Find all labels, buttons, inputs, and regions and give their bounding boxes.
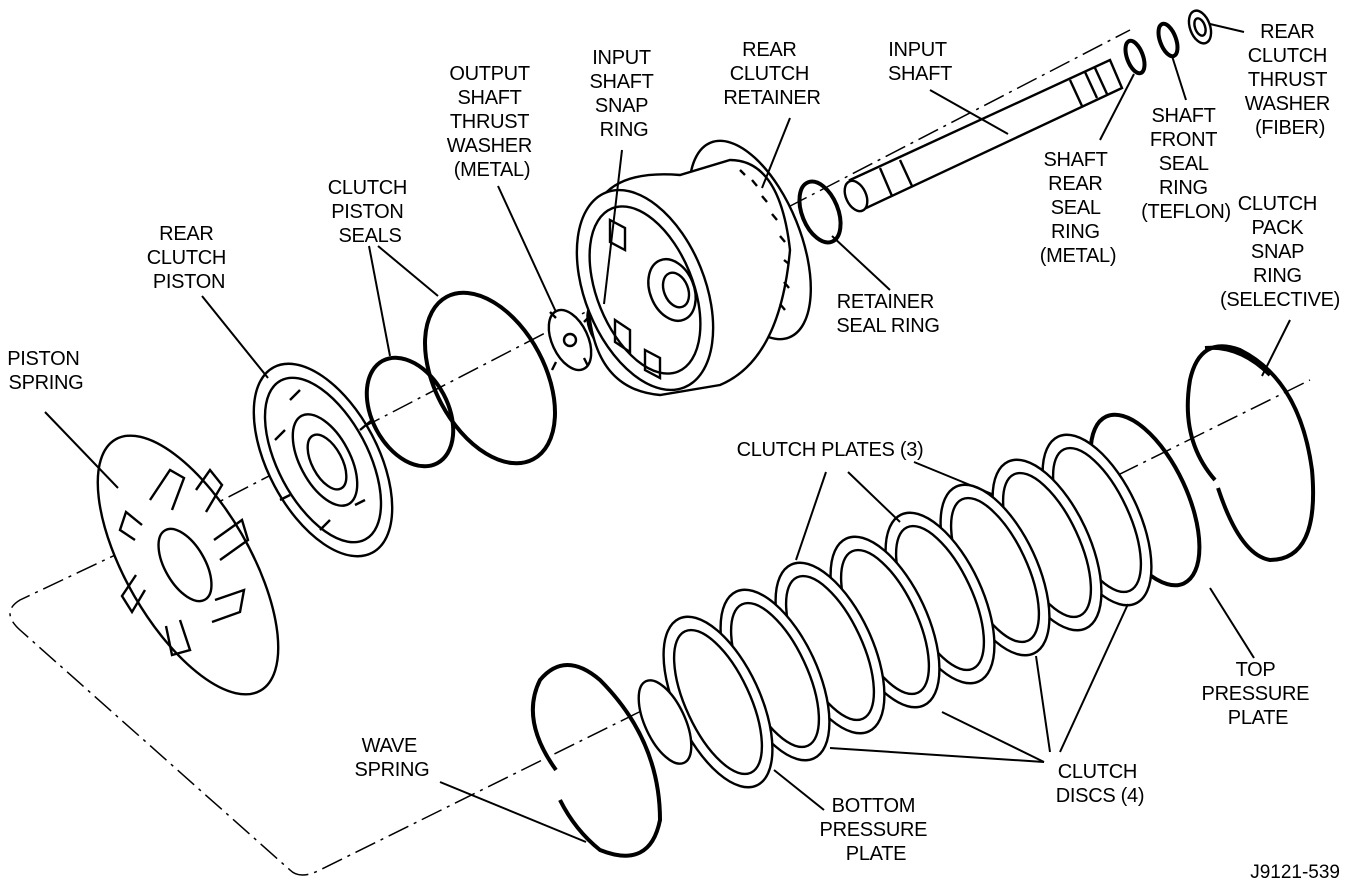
label-clutch-plates: CLUTCH PLATES (3) [737,439,924,461]
piston-spring-line: PISTON [7,348,79,370]
shaft-rear-seal-ring-line: SHAFT [1044,149,1108,171]
top-pressure-plate-line: TOP [1236,659,1276,681]
rear-clutch-piston-line: PISTON [153,271,225,293]
rear-clutch-piston-line: REAR [159,223,213,245]
bottom-pressure-plate-line: BOTTOM [832,795,915,817]
rear-clutch-thrust-washer-line: WASHER [1245,93,1330,115]
clutch-pack-snap-ring-line: CLUTCH [1238,193,1317,215]
wave-spring-part [530,663,663,858]
clutch-pack-snap-ring-line: PACK [1251,217,1304,239]
shaft-rear-seal-ring-line: RING [1051,221,1100,243]
input-shaft-snap-ring-line: SNAP [595,95,648,117]
output-shaft-thrust-washer-line: SHAFT [458,87,522,109]
label-rear-clutch-retainer: REAR CLUTCH RETAINER [723,39,820,109]
retainer-seal-ring-part [797,179,843,245]
rear-clutch-thrust-washer-line: REAR [1260,21,1314,43]
label-rear-clutch-thrust-washer: REAR CLUTCH THRUST WASHER (FIBER) [1245,21,1336,139]
wave-spring-line: WAVE [362,735,417,757]
rear-clutch-piston-part [252,362,394,558]
clutch-pack-snap-ring-line: SNAP [1251,241,1304,263]
shaft-front-seal-ring-line: FRONT [1150,129,1217,151]
rear-clutch-retainer-part [575,139,812,397]
piston-spring-line: SPRING [9,372,84,394]
piston-spring-part [96,434,280,696]
clutch-discs-line: CLUTCH [1058,761,1137,783]
shaft-rear-seal-ring-line: (METAL) [1040,245,1116,267]
top-pressure-plate-line: PLATE [1228,707,1288,729]
input-shaft-snap-ring-line: RING [600,119,649,141]
rear-clutch-retainer-line: REAR [742,39,796,61]
input-shaft-part [843,58,1124,213]
clutch-discs-line: DISCS (4) [1056,785,1144,807]
rear-clutch-retainer-line: CLUTCH [730,63,809,85]
input-shaft-line: INPUT [888,39,947,61]
label-bottom-pressure-plate: BOTTOM PRESSURE PLATE [820,795,933,865]
bottom-pressure-plate-line: PLATE [846,843,906,865]
label-piston-spring: PISTON SPRING [7,348,85,394]
input-shaft-snap-ring-line: SHAFT [590,71,654,93]
clutch-pack-snap-ring-line: RING [1253,265,1302,287]
label-clutch-discs: CLUTCH DISCS (4) [1056,761,1144,807]
clutch-plates-line: CLUTCH PLATES (3) [737,439,924,461]
retainer-seal-ring-line: RETAINER [837,291,934,313]
label-top-pressure-plate: TOP PRESSURE PLATE [1202,659,1315,729]
figure-id: J9121-539 [1250,862,1340,883]
clutch-piston-seals-line: SEALS [339,225,402,247]
label-clutch-pack-snap-ring: CLUTCH PACK SNAP RING (SELECTIVE) [1220,193,1340,311]
label-clutch-piston-seals: CLUTCH PISTON SEALS [328,177,413,247]
retainer-seal-ring-line: SEAL RING [836,315,939,337]
output-shaft-thrust-washer-line: (METAL) [454,159,530,181]
leader-lines [44,23,1291,843]
label-output-shaft-thrust-washer: OUTPUT SHAFT THRUST WASHER (METAL) [447,63,538,181]
label-shaft-front-seal-ring: SHAFT FRONT SEAL RING (TEFLON) [1141,105,1231,223]
clutch-pack-snap-ring-line: (SELECTIVE) [1220,289,1340,311]
clutch-piston-seals-line: PISTON [331,201,403,223]
clutch-piston-seals-part [364,290,557,469]
label-shaft-rear-seal-ring: SHAFT REAR SEAL RING (METAL) [1040,149,1116,267]
shaft-rings-part [1123,9,1213,76]
clutch-pack-snap-ring-part [1185,344,1316,563]
shaft-front-seal-ring-line: RING [1159,177,1208,199]
rear-clutch-retainer-line: RETAINER [723,87,820,109]
input-shaft-line: SHAFT [888,63,952,85]
label-rear-clutch-piston: REAR CLUTCH PISTON [147,223,232,293]
clutch-pack-part [637,412,1202,789]
shaft-front-seal-ring-line: SEAL [1159,153,1209,175]
label-retainer-seal-ring: RETAINER SEAL RING [836,291,939,337]
clutch-piston-seals-line: CLUTCH [328,177,407,199]
output-shaft-thrust-washer-line: THRUST [450,111,529,133]
output-shaft-thrust-washer-line: WASHER [447,135,532,157]
shaft-rear-seal-ring-line: SEAL [1051,197,1101,219]
wave-spring-line: SPRING [355,759,430,781]
label-wave-spring: WAVE SPRING [355,735,430,781]
bottom-pressure-plate-line: PRESSURE [820,819,928,841]
shaft-front-seal-ring-line: (TEFLON) [1141,201,1231,223]
output-shaft-thrust-washer-line: OUTPUT [449,63,530,85]
rear-clutch-thrust-washer-line: CLUTCH [1248,45,1327,67]
rear-clutch-thrust-washer-line: (FIBER) [1255,117,1325,139]
shaft-front-seal-ring-line: SHAFT [1152,105,1216,127]
shaft-rear-seal-ring-line: REAR [1048,173,1102,195]
input-shaft-snap-ring-line: INPUT [592,47,651,69]
label-input-shaft: INPUT SHAFT [888,39,952,85]
top-pressure-plate-line: PRESSURE [1202,683,1310,705]
rear-clutch-piston-line: CLUTCH [147,247,226,269]
rear-clutch-thrust-washer-line: THRUST [1248,69,1327,91]
labels: PISTON SPRING REAR CLUTCH PISTON CLUTCH … [7,21,1340,883]
label-input-shaft-snap-ring: INPUT SHAFT SNAP RING [590,47,659,141]
